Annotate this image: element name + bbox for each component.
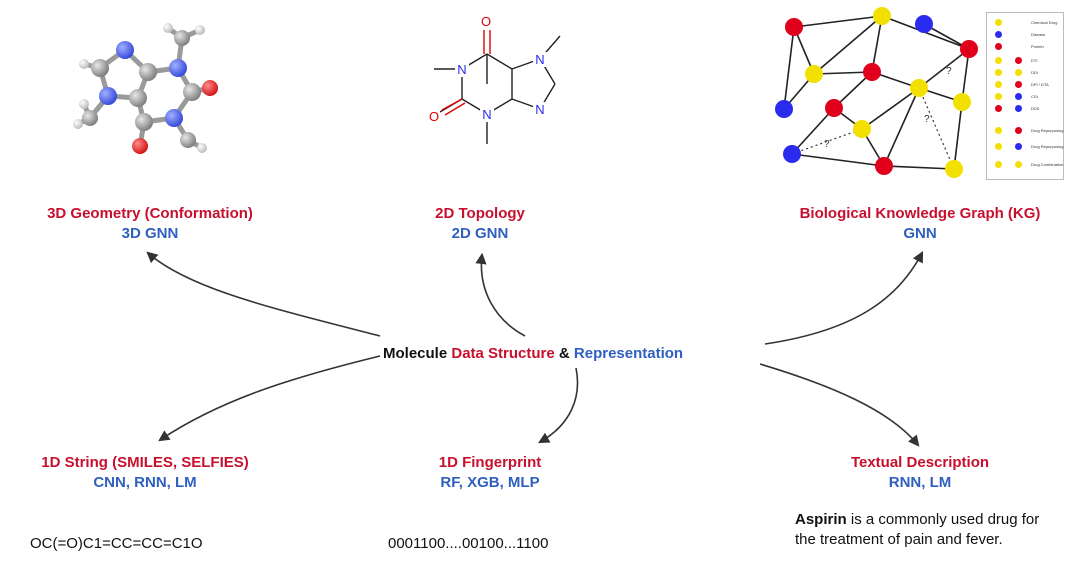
nitrogen-label-2: N (482, 107, 491, 122)
node-knowledge-graph: Biological Knowledge Graph (KG) GNN (760, 204, 1080, 244)
node-3d-geometry: 3D Geometry (Conformation) 3D GNN (0, 204, 300, 244)
node-title: 1D Fingerprint (438, 454, 542, 471)
node-title: 3D Geometry (Conformation) (47, 205, 253, 222)
nitrogen-label-3: N (535, 52, 544, 67)
legend-label: Protein (1031, 44, 1044, 49)
kg-unknown-link-2: ? (924, 114, 930, 125)
node-2d-topology: 2D Topology 2D GNN (380, 204, 580, 244)
node-model: 2D GNN (451, 225, 509, 242)
node-title: 2D Topology (435, 205, 525, 222)
node-model: RNN, LM (888, 474, 952, 491)
smiles-example: OC(=O)C1=CC=CC=C1O (30, 535, 203, 552)
legend-row-protein: Protein (991, 43, 1061, 51)
2d-topology-illustration: O O N N N N (426, 14, 561, 144)
legend-label: Disease (1031, 32, 1046, 37)
knowledge-graph-illustration: ? ? ? (775, 7, 978, 178)
oxygen-label-2: O (429, 109, 439, 124)
legend-label: DPI / DTA (1031, 82, 1049, 87)
center-word-representation: Representation (573, 345, 684, 362)
node-model: 3D GNN (121, 225, 179, 242)
legend-row-disease: Disease (991, 31, 1061, 39)
legend-label: Drug Repurposing (1031, 128, 1064, 133)
node-textual-description: Textual Description RNN, LM (800, 453, 1040, 493)
desc-bold-word: Aspirin (795, 511, 847, 528)
kg-legend: Chemical Drug Disease Protein DTI DDI DP… (986, 12, 1064, 180)
arrow-to-3d-geometry (146, 251, 381, 337)
legend-row-dds: DDS (991, 105, 1061, 113)
node-1d-fingerprint: 1D Fingerprint RF, XGB, MLP (390, 453, 590, 493)
node-title: Textual Description (850, 454, 990, 471)
legend-row-combination: Drug Combination (991, 161, 1064, 169)
oxygen-label-1: O (481, 14, 491, 29)
arrow-to-1d-string (158, 355, 381, 442)
node-model: RF, XGB, MLP (440, 474, 540, 491)
arrow-to-2d-topology (475, 252, 526, 337)
node-title: Biological Knowledge Graph (KG) (799, 205, 1041, 222)
legend-label: Chemical Drug (1031, 20, 1058, 25)
arrow-to-fingerprint (538, 367, 579, 444)
3d-molecule-illustration (73, 23, 218, 154)
node-1d-string: 1D String (SMILES, SELFIES) CNN, RNN, LM (0, 453, 290, 493)
legend-row-ddi: DDI (991, 69, 1061, 77)
nitrogen-label-1: N (457, 62, 466, 77)
legend-label: CDI (1031, 94, 1038, 99)
node-title: 1D String (SMILES, SELFIES) (41, 454, 249, 471)
center-ampersand: & (558, 345, 570, 362)
center-word-molecule: Molecule (383, 345, 448, 362)
nitrogen-label-4: N (535, 102, 544, 117)
arrow-to-kg (764, 251, 924, 345)
desc-rest: is a commonly used drug for the treatmen… (795, 511, 1040, 548)
central-concept: Molecule Data Structure & Representation (383, 345, 683, 362)
fingerprint-example: 0001100....00100...1100 (388, 535, 549, 552)
legend-label: DTI (1031, 58, 1038, 63)
center-word-data-structure: Data Structure (451, 345, 555, 362)
text-description-example: Aspirin is a commonly used drug for the … (795, 510, 1055, 550)
node-model: GNN (903, 225, 937, 242)
legend-row-cdi: CDI (991, 93, 1061, 101)
legend-label: DDS (1031, 106, 1040, 111)
legend-row-repurposing-1: Drug Repurposing (991, 127, 1064, 135)
legend-label: Drug Repurposing (1031, 144, 1064, 149)
legend-row-dti: DTI (991, 57, 1061, 65)
kg-unknown-link-3: ? (946, 66, 952, 77)
legend-label: Drug Combination (1031, 162, 1064, 167)
node-model: CNN, RNN, LM (93, 474, 197, 491)
legend-row-drug: Chemical Drug (991, 19, 1061, 27)
legend-row-repurposing-2: Drug Repurposing (991, 143, 1064, 151)
legend-label: DDI (1031, 70, 1038, 75)
arrow-to-text (759, 363, 920, 447)
kg-unknown-link-1: ? (824, 139, 830, 150)
legend-row-dpi: DPI / DTA (991, 81, 1061, 89)
